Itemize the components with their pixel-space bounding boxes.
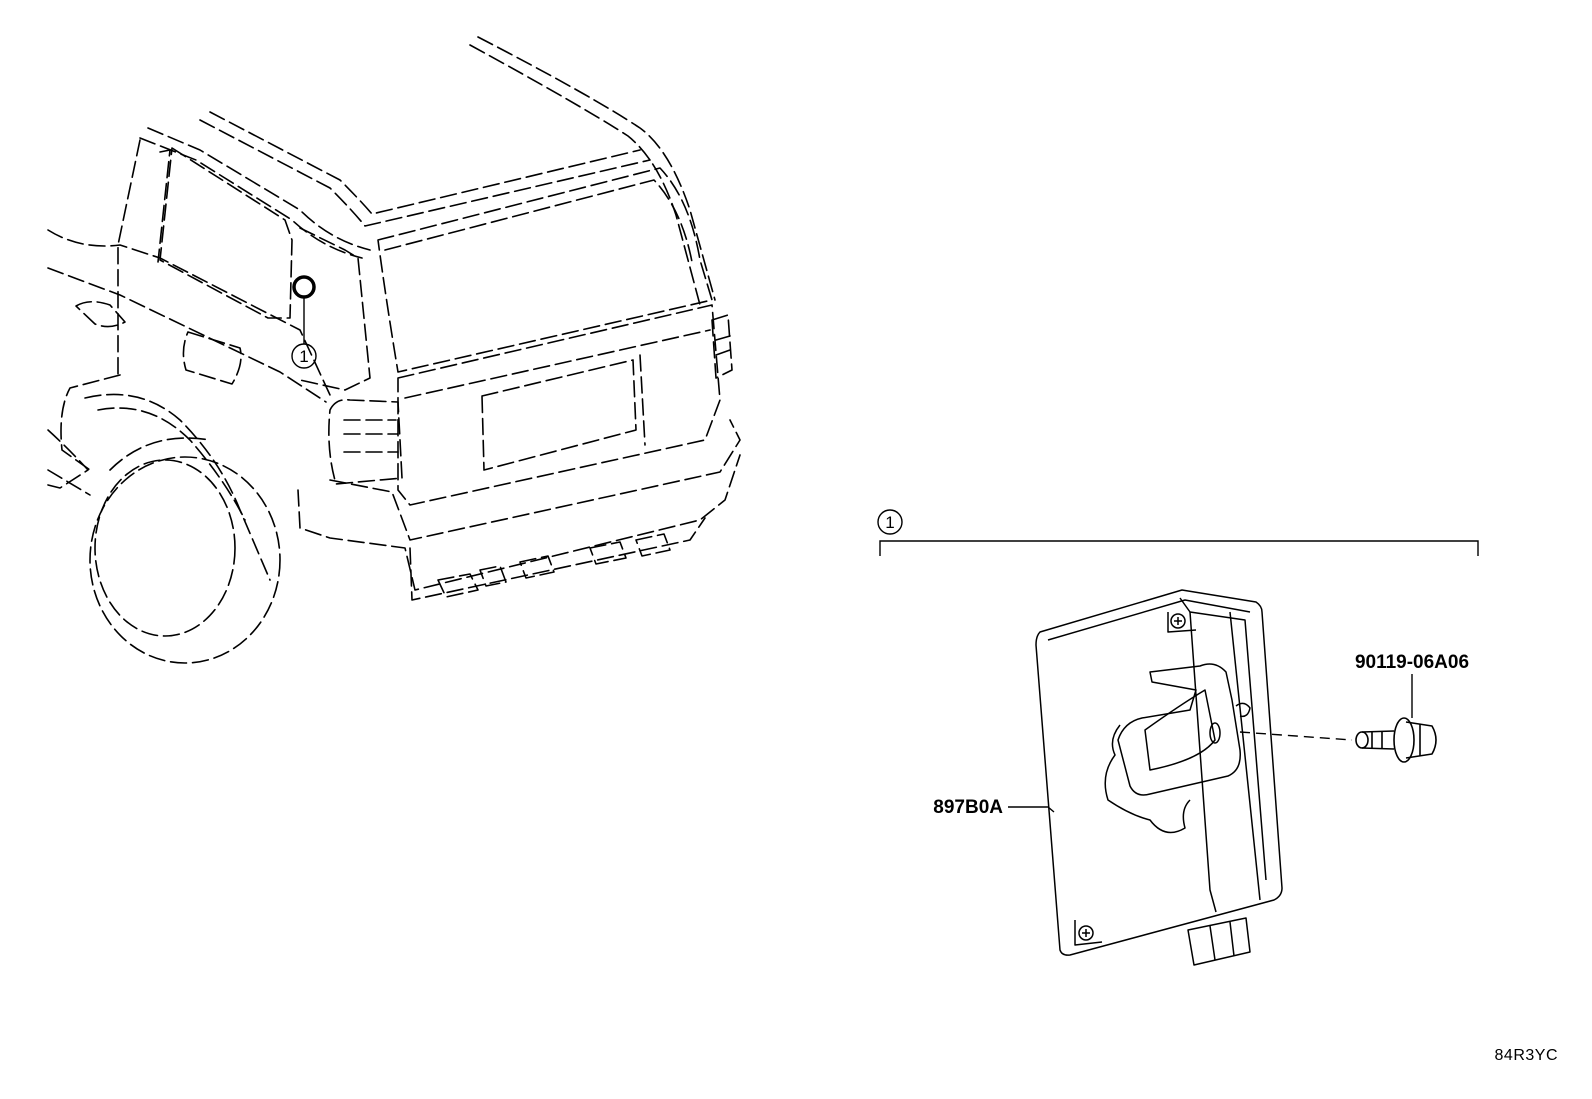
bolt-illustration — [1355, 717, 1437, 763]
bolt-axis-line — [1239, 731, 1353, 741]
module-unit-illustration — [1035, 589, 1283, 966]
module-leader-line — [1008, 806, 1055, 813]
part-label-bolt[interactable]: 90119-06A06 — [1355, 652, 1469, 673]
callout-1-group: 1 — [877, 509, 903, 535]
diagram-code: 84R3YC — [1494, 1047, 1558, 1064]
vehicle-illustration — [47, 36, 741, 664]
location-marker — [292, 275, 316, 299]
svg-text:1: 1 — [299, 347, 308, 366]
part-label-module[interactable]: 897B0A — [933, 797, 1003, 818]
svg-text:1: 1 — [885, 513, 894, 532]
callout-1-vehicle: 1 — [291, 343, 317, 369]
group-bracket-line — [879, 540, 1479, 556]
